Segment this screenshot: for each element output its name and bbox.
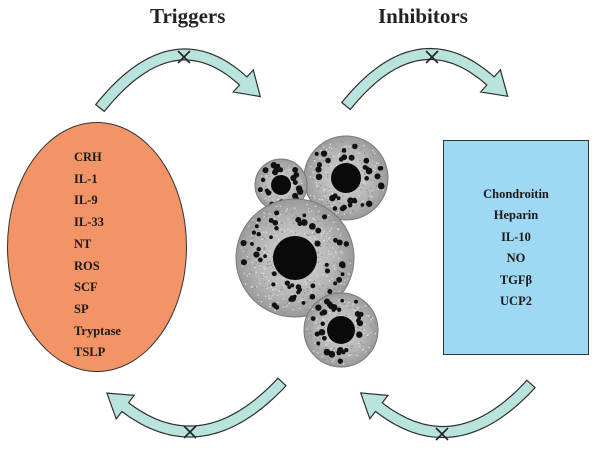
inhibitors-title: Inhibitors <box>378 4 468 28</box>
mast-cell-icon <box>303 135 389 221</box>
triggers-panel <box>7 122 187 372</box>
inhibitors-panel <box>443 140 589 355</box>
triggers-list: CRH IL-1 IL-9 IL-33 NT ROS SCF SP Trypta… <box>74 147 121 364</box>
trigger-item: IL-9 <box>74 193 98 208</box>
inhibitor-item: UCP2 <box>500 294 532 309</box>
block-cross-icon <box>183 425 197 439</box>
triggers-title: Triggers <box>150 4 226 28</box>
mast-cell-icon <box>254 158 308 212</box>
block-cross-icon <box>177 50 191 64</box>
trigger-item: ROS <box>74 258 100 273</box>
curved-arrow-icon <box>106 377 287 438</box>
block-cross-icon <box>435 427 449 441</box>
inhibitor-item: TGFβ <box>499 272 533 287</box>
mast-cell-icon <box>235 198 355 318</box>
curved-arrow-icon <box>340 47 509 111</box>
mast-cell-icon <box>303 292 379 368</box>
inhibitor-item: Chondroitin <box>483 187 549 201</box>
trigger-item: Tryptase <box>74 323 121 338</box>
trigger-item: TSLP <box>74 345 106 360</box>
trigger-item: SCF <box>74 280 98 295</box>
inhibitors-list: Chondroitin Heparin IL-10 NO TGFβ UCP2 <box>443 184 589 312</box>
trigger-item: NT <box>74 236 92 251</box>
curved-arrow-icon <box>94 48 262 113</box>
trigger-item: IL-1 <box>74 171 98 186</box>
inhibitor-item: NO <box>506 251 526 266</box>
trigger-item: SP <box>74 301 89 316</box>
inhibitor-item: IL-10 <box>501 229 531 244</box>
block-cross-icon <box>425 50 439 64</box>
curved-arrow-icon <box>359 379 536 439</box>
trigger-item: CRH <box>74 150 102 164</box>
inhibitor-item: Heparin <box>493 208 539 223</box>
trigger-item: IL-33 <box>74 215 104 230</box>
